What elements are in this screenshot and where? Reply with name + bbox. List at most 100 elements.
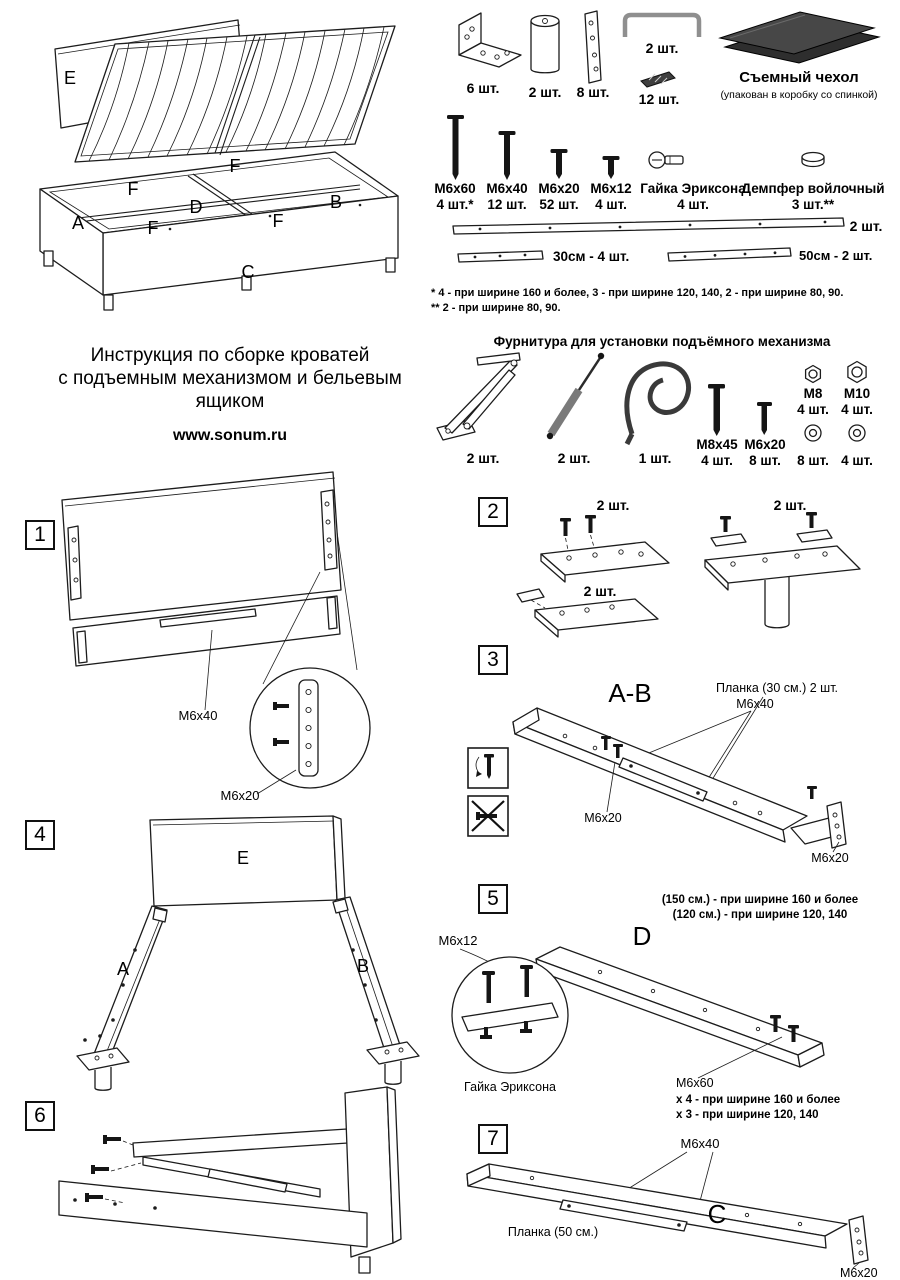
footnote-1: * 4 - при ширине 160 и более, 3 - при ши… [431, 287, 843, 299]
step1-drawing: М6х40 М6х20 [61, 471, 371, 803]
erikson-nut-label: Гайка Эриксона [640, 181, 746, 196]
bar-30cm-label: 30см - 4 шт. [553, 249, 629, 264]
corner-leg-right [366, 1041, 420, 1085]
document-title: Инструкция по сборке кроватей с подъемны… [25, 344, 435, 445]
long-bar-icon [452, 217, 845, 235]
bracket-screws-group [540, 515, 670, 583]
step-3-number: 3 [478, 645, 508, 675]
screw-m6x12-label: М6х12 [590, 181, 631, 196]
frame-assembly [58, 1086, 402, 1274]
footnote-2: ** 2 - при ширине 80, 90. [431, 302, 561, 314]
left-bracket [67, 525, 88, 664]
step2-qty3-label: 2 шт. [584, 583, 617, 599]
step5-m6x60-note2: х 3 - при ширине 120, 140 [676, 1109, 819, 1121]
leg-qty-label: 2 шт. [529, 84, 562, 100]
headboard-panel [149, 815, 346, 907]
flat-plate-icon [584, 10, 602, 84]
website-url: www.sonum.ru [172, 427, 288, 444]
screw-m6x20-icon [550, 149, 568, 179]
lift-mechanism-icon [436, 352, 521, 441]
screw-m8x45-qty: 4 шт. [701, 453, 733, 468]
felt-damper-label: Демпфер войлочный [741, 181, 884, 196]
screw-m6x12-icon [602, 156, 620, 179]
step3-m6x20-end-label: М6х20 [811, 851, 849, 865]
step-4-number: 4 [25, 820, 55, 850]
step3-drawing: A-B Планка (30 см.) 2 шт. М6х40 М6 [467, 678, 849, 865]
bar-50cm-label: 50см - 2 шт. [799, 248, 872, 263]
step3-plank-label: Планка (30 см.) 2 шт. [716, 681, 838, 695]
side-rail-board [512, 707, 808, 843]
corner-bracket-icon [458, 12, 522, 68]
leg-icon [530, 14, 560, 74]
nut-m10-icon [847, 360, 867, 384]
step2-qty1-label: 2 шт. [597, 497, 630, 513]
corner-leg-left [76, 1034, 130, 1091]
clip-icon [640, 71, 676, 88]
step4-label-a: A [117, 959, 129, 979]
step4-drawing: E A B [76, 815, 420, 1091]
mid-screws [601, 736, 623, 758]
overview-label-c: C [242, 262, 255, 282]
screw-m6x12-qty: 4 шт. [595, 197, 627, 212]
bar-30cm-icon [457, 250, 544, 263]
end-bracket-assembly [790, 786, 847, 849]
bed-overview-drawing: E F F F F D A B C [39, 19, 399, 311]
screw-m6x20-qty: 52 шт. [539, 197, 578, 212]
step7-m6x20-label: М6х20 [840, 1266, 878, 1280]
step7-m6x40-label: М6х40 [680, 1136, 719, 1151]
overview-label-f3: F [273, 211, 284, 231]
step5-m6x60-note1: х 4 - при ширине 160 и более [676, 1094, 840, 1106]
step2-drawing: 2 шт. 2 шт. 2 шт. [516, 497, 861, 638]
washer-4-qty: 4 шт. [841, 453, 873, 468]
headboard-panel [61, 471, 342, 621]
right-bracket [320, 489, 338, 630]
screw-m6x60-qty: 4 шт.* [437, 197, 475, 212]
plate-qty-label: 8 шт. [577, 84, 610, 100]
step5-note1: (150 см.) - при ширине 160 и более [662, 894, 858, 906]
step3-m6x20-mid-label: М6х20 [584, 811, 622, 825]
strap-icon [624, 361, 692, 446]
erikson-nut-icon [648, 151, 684, 169]
screw-m8x45-icon [708, 384, 725, 436]
step4-label-b: B [357, 956, 369, 976]
screw-m6x60-label: М6х60 [434, 181, 475, 196]
screw-m8x45-label: М8х45 [696, 437, 738, 452]
washer-4-icon [848, 424, 866, 442]
step-1-number: 1 [25, 520, 55, 550]
cover-note-label: (упакован в коробку со спинкой) [720, 89, 877, 101]
step-5-number: 5 [478, 884, 508, 914]
corner-plate [516, 588, 659, 638]
u-bracket-icon [622, 12, 702, 37]
bottom-rail [72, 595, 341, 667]
long-bar-qty: 2 шт. [850, 218, 883, 234]
hardware-list: 6 шт. 2 шт. 8 шт. 2 шт. 12 шт. Съемный ч… [431, 10, 885, 314]
nut-m10-label: М10 [844, 386, 870, 401]
end-bracket [848, 1215, 869, 1265]
step7-plank-label: Планка (50 см.) [508, 1225, 598, 1239]
nut-m10-qty: 4 шт. [841, 402, 873, 417]
step-2-number: 2 [478, 497, 508, 527]
step5-erikson-label: Гайка Эриксона [464, 1080, 556, 1094]
step5-label-d: D [633, 921, 652, 951]
screw-m6x20-lift-qty: 8 шт. [749, 453, 781, 468]
lift-mechanism-qty: 2 шт. [467, 450, 500, 466]
panel-c-board [466, 1163, 848, 1249]
step6-drawing [58, 1086, 402, 1274]
screw-m6x40-label: М6х40 [486, 181, 527, 196]
step5-m6x60-label: М6х60 [676, 1076, 714, 1090]
step7-label-c: C [708, 1199, 727, 1229]
slat-base-drawing [74, 25, 396, 163]
plank-50cm [559, 1199, 688, 1232]
step4-label-e: E [237, 848, 249, 868]
strap-qty: 1 шт. [639, 450, 672, 466]
leg-bracket-assembly [704, 512, 861, 629]
magnified-bracket [273, 679, 319, 777]
attachment-screws [85, 1135, 142, 1204]
cover-icon [718, 11, 881, 64]
ubar-qty-label: 2 шт. [646, 40, 679, 56]
screw-m6x60-icon [447, 115, 464, 180]
magnified-erikson-joint [461, 965, 559, 1039]
felt-damper-qty: 3 шт.** [792, 197, 835, 212]
overview-label-d: D [190, 197, 203, 217]
cover-title-label: Съемный чехол [739, 69, 858, 86]
